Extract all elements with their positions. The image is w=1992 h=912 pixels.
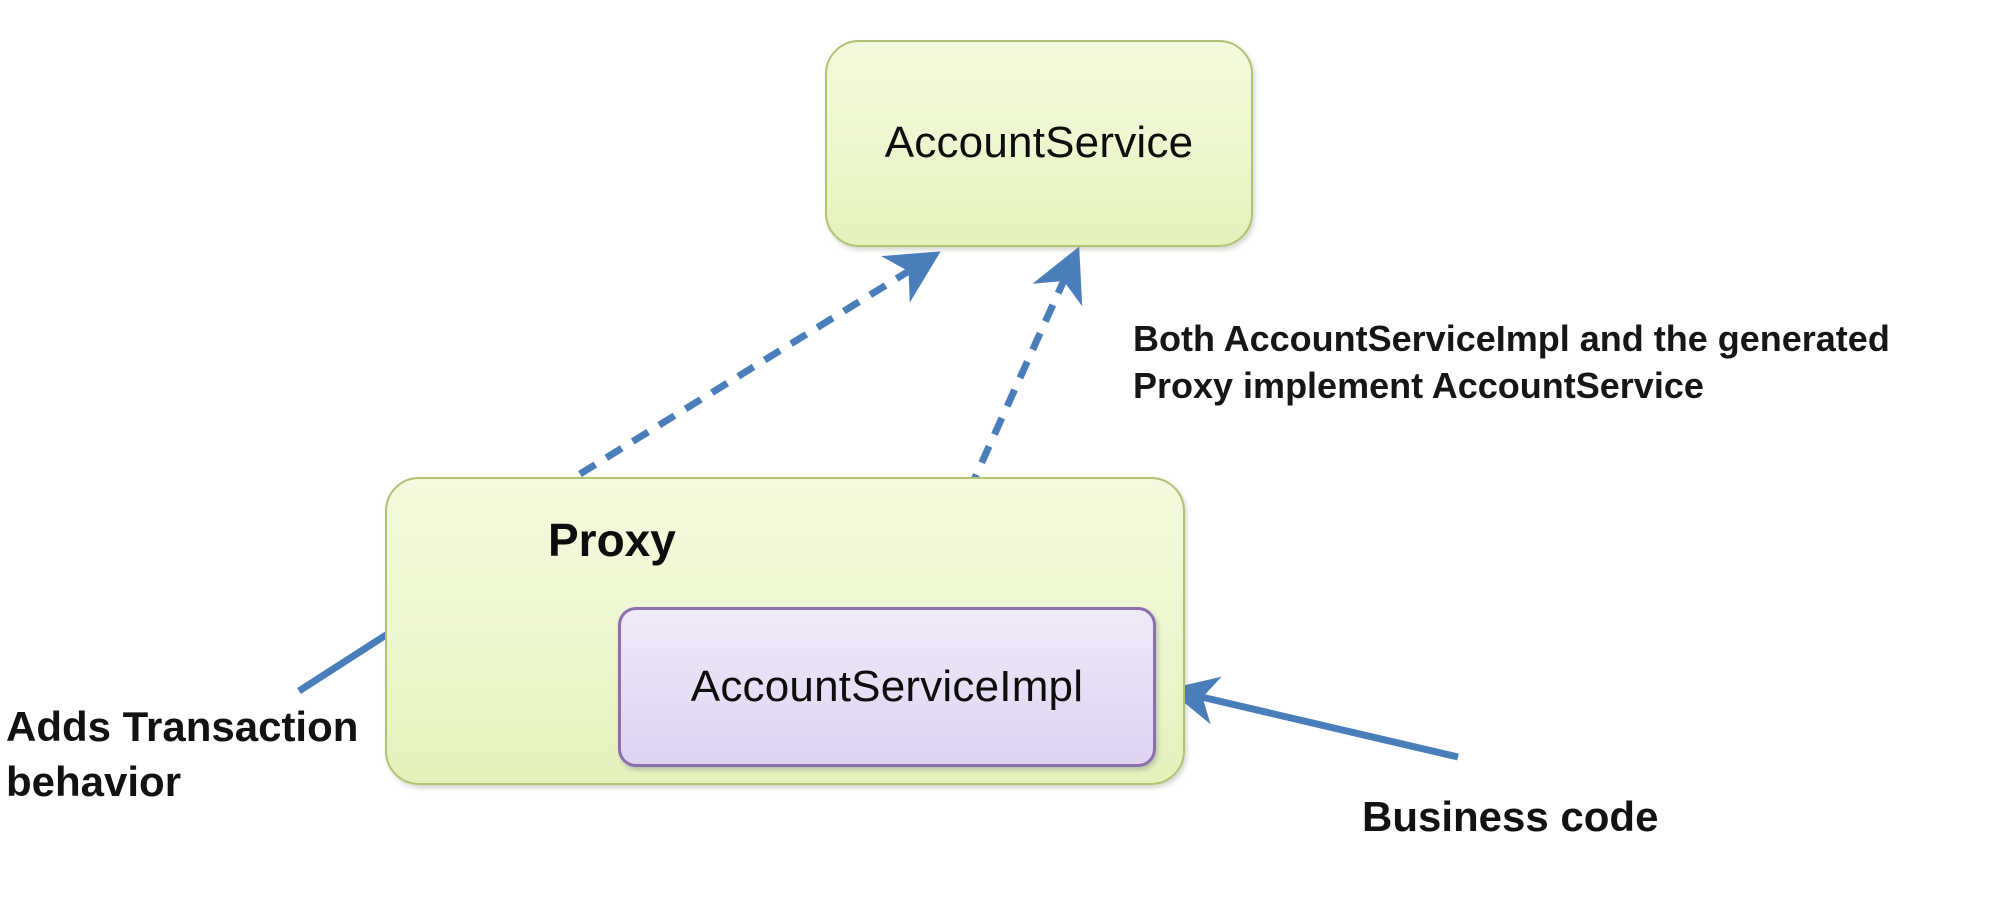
connector-proxy-implements-accountservice [578, 251, 941, 477]
note-adds-transaction: Adds Transaction behavior [6, 703, 359, 805]
node-account-service-impl-label: AccountServiceImpl [690, 661, 1084, 711]
note-business-code: Business code [1362, 793, 1659, 840]
node-account-service[interactable]: AccountService [825, 40, 1253, 247]
connector-business-code-pointer [1167, 676, 1459, 761]
node-account-service-label: AccountService [884, 118, 1194, 168]
node-account-service-impl[interactable]: AccountServiceImpl [618, 607, 1156, 767]
node-proxy-label: Proxy [548, 514, 676, 566]
note-both-implement: Both AccountServiceImpl and the generate… [1133, 318, 1890, 406]
